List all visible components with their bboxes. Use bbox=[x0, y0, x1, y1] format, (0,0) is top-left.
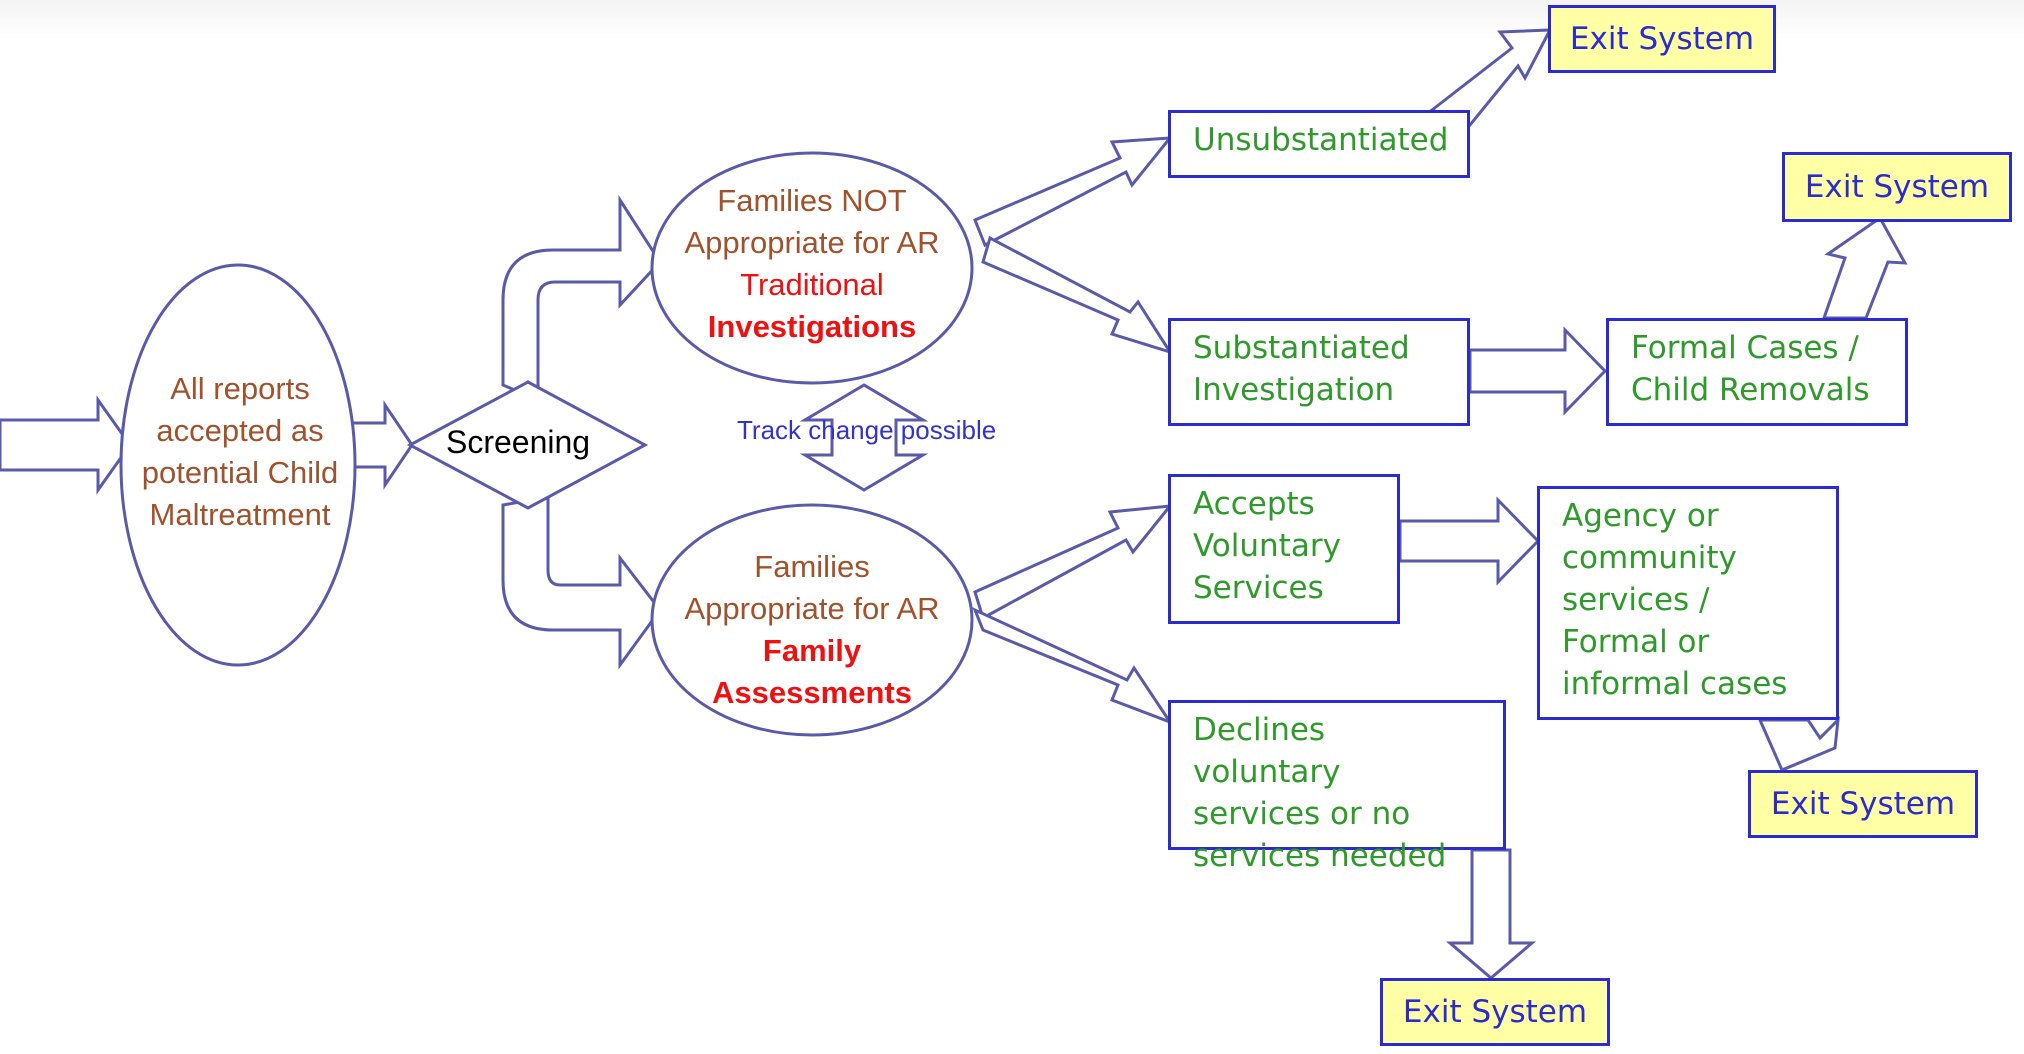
appropriate-line: Assessments bbox=[712, 675, 912, 710]
to-declines-arrow bbox=[972, 607, 1174, 726]
to-agency-arrow bbox=[1398, 496, 1541, 586]
declines-line: services needed bbox=[1193, 838, 1447, 874]
substantiated-box: Substantiated Investigation bbox=[1168, 318, 1470, 426]
exit-system-box: Exit System bbox=[1782, 152, 2012, 222]
accepts-line: Accepts bbox=[1193, 486, 1315, 522]
exit-system-label: Exit System bbox=[1402, 994, 1588, 1030]
not-appropriate-line: Investigations bbox=[707, 309, 917, 344]
all-reports-line: Maltreatment bbox=[149, 497, 331, 532]
not-appropriate-oval bbox=[650, 151, 974, 385]
substantiated-line: Investigation bbox=[1193, 372, 1395, 408]
screening-label: Screening bbox=[446, 424, 591, 460]
appropriate-line: Families bbox=[754, 549, 870, 584]
accepts-line: Services bbox=[1193, 570, 1324, 606]
screening-to-investigations-arrow bbox=[501, 194, 662, 403]
appropriate-label: Families Appropriate for AR Family Asses… bbox=[652, 546, 972, 714]
declines-box: Declines voluntary services or no servic… bbox=[1168, 700, 1506, 874]
exit-system-label: Exit System bbox=[1770, 786, 1956, 822]
agency-box: Agency or community services / Formal or… bbox=[1537, 486, 1839, 720]
declines-line: Declines voluntary bbox=[1193, 712, 1341, 790]
agency-line: informal cases bbox=[1562, 666, 1788, 702]
unsubstantiated-box: Unsubstantiated bbox=[1168, 110, 1470, 178]
to-unsubstantiated-arrow bbox=[973, 136, 1174, 248]
accepts-line: Voluntary bbox=[1193, 528, 1341, 564]
formal-cases-box: Formal Cases / Child Removals bbox=[1606, 318, 1908, 426]
exit-system-label: Exit System bbox=[1569, 21, 1755, 57]
appropriate-line: Appropriate for AR bbox=[684, 591, 940, 626]
agency-line: community bbox=[1562, 540, 1737, 576]
formal-cases-exit-arrow bbox=[1821, 215, 1908, 320]
exit-system-box: Exit System bbox=[1548, 5, 1776, 73]
exit-system-box: Exit System bbox=[1748, 770, 1978, 838]
entry-arrow bbox=[0, 395, 132, 495]
not-appropriate-line: Families NOT bbox=[717, 183, 907, 218]
to-formal-cases-arrow bbox=[1468, 326, 1608, 416]
unsubstantiated-label: Unsubstantiated bbox=[1193, 122, 1449, 158]
agency-line: Agency or bbox=[1562, 498, 1719, 534]
to-substantiated-arrow bbox=[981, 235, 1174, 355]
appropriate-line: Family bbox=[762, 633, 862, 668]
agency-exit-arrow bbox=[1757, 715, 1840, 772]
agency-line: services / bbox=[1562, 582, 1710, 618]
exit-system-label: Exit System bbox=[1804, 169, 1990, 205]
formal-cases-line: Child Removals bbox=[1631, 372, 1870, 408]
formal-cases-line: Formal Cases / bbox=[1631, 330, 1859, 366]
declines-line: services or no bbox=[1193, 796, 1411, 832]
unsubstantiated-exit-arrow bbox=[1428, 28, 1553, 127]
not-appropriate-line: Traditional bbox=[740, 267, 884, 302]
declines-exit-arrow bbox=[1445, 848, 1537, 980]
agency-line: Formal or bbox=[1562, 624, 1710, 660]
all-reports-oval bbox=[119, 263, 357, 667]
all-reports-label: All reports accepted as potential Child … bbox=[120, 368, 360, 536]
all-reports-line: potential Child bbox=[141, 455, 339, 490]
all-reports-line: All reports bbox=[170, 371, 310, 406]
screening-diamond bbox=[406, 380, 649, 510]
all-reports-line: accepted as bbox=[156, 413, 324, 448]
track-change-label: Track change possible bbox=[737, 415, 997, 445]
exit-system-box: Exit System bbox=[1380, 978, 1610, 1046]
track-change-arrow bbox=[799, 383, 929, 492]
accepts-box: Accepts Voluntary Services bbox=[1168, 474, 1400, 624]
substantiated-line: Substantiated bbox=[1193, 330, 1410, 366]
screening-to-assessments-arrow bbox=[501, 495, 662, 670]
not-appropriate-label: Families NOT Appropriate for AR Traditio… bbox=[652, 180, 972, 348]
to-accepts-arrow bbox=[973, 504, 1174, 621]
not-appropriate-line: Appropriate for AR bbox=[684, 225, 940, 260]
appropriate-oval bbox=[650, 503, 974, 737]
